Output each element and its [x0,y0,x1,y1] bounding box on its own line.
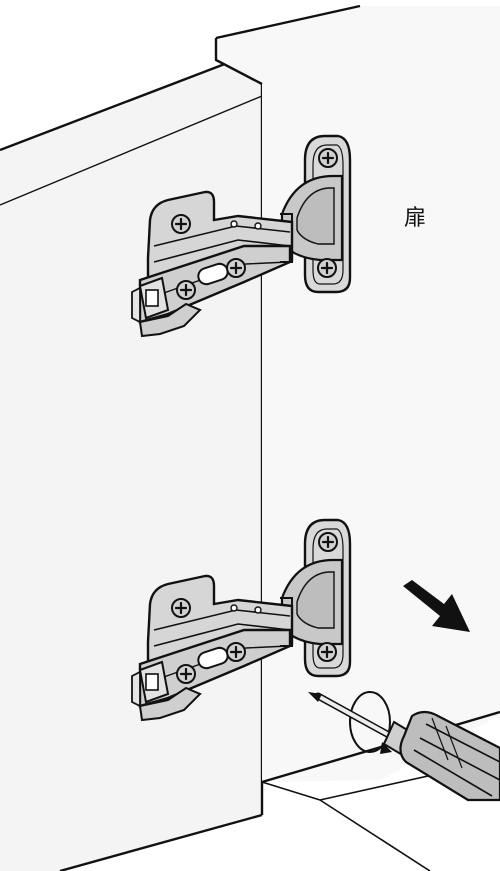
right-down-arrow-icon [403,580,470,632]
cabinet-bottom [59,759,500,871]
door-label: 扉 [404,206,427,231]
cabinet-side-panel [0,60,264,871]
rotate-arrow-icon [349,691,392,754]
screwdriver-icon [308,692,500,802]
